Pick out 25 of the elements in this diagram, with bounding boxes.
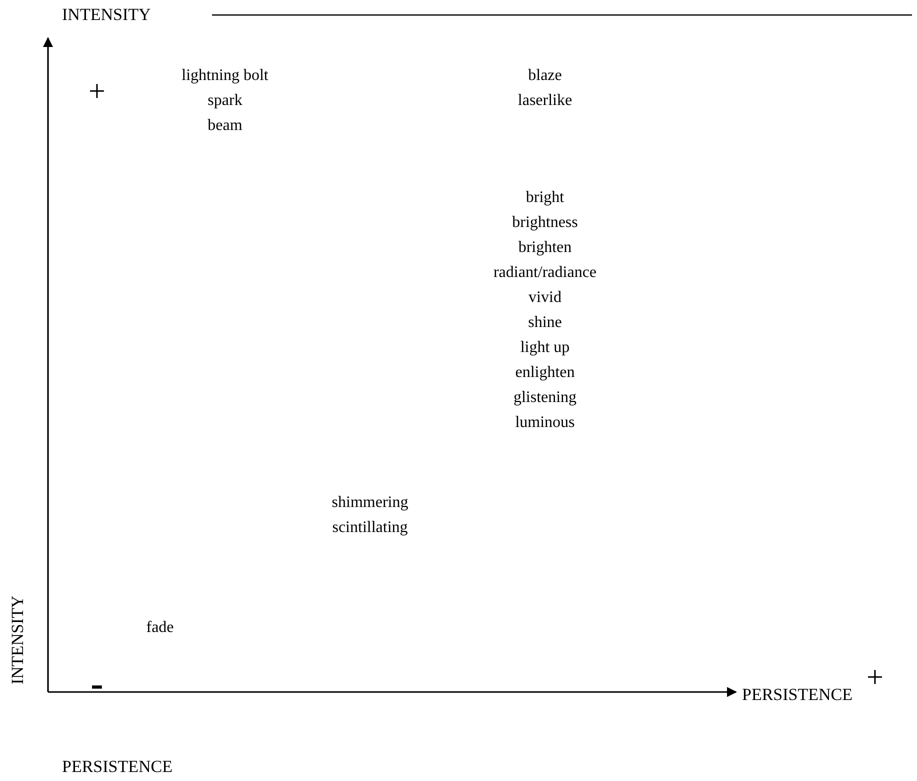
word-label: shine xyxy=(528,314,562,332)
word-label: vivid xyxy=(528,288,562,308)
plus-sign: + xyxy=(866,663,884,693)
word-label: lightning bolt xyxy=(182,66,268,86)
word-label: light up xyxy=(520,338,570,358)
word-label: brighten xyxy=(518,238,572,258)
word-label: bright xyxy=(526,188,564,208)
word-label: enlighten xyxy=(515,364,575,382)
word-label: brightness xyxy=(512,214,578,232)
axis-title: INTENSITY xyxy=(8,596,28,684)
axis-title: PERSISTENCE xyxy=(742,685,853,705)
word-label: glistening xyxy=(513,388,577,408)
word-label: scintillating xyxy=(332,518,408,538)
word-label: luminous xyxy=(515,414,575,432)
axis-title: INTENSITY xyxy=(62,5,151,25)
word-label: fade xyxy=(146,618,174,638)
minus-sign: - xyxy=(90,665,104,703)
word-label: spark xyxy=(208,92,242,110)
word-label: blaze xyxy=(528,66,562,86)
word-label: shimmering xyxy=(332,494,408,512)
plus-sign: + xyxy=(88,77,106,107)
word-label: radiant/radiance xyxy=(493,264,597,282)
word-label: beam xyxy=(208,116,242,136)
word-label: laserlike xyxy=(518,92,572,110)
axis-title: PERSISTENCE xyxy=(62,757,173,777)
